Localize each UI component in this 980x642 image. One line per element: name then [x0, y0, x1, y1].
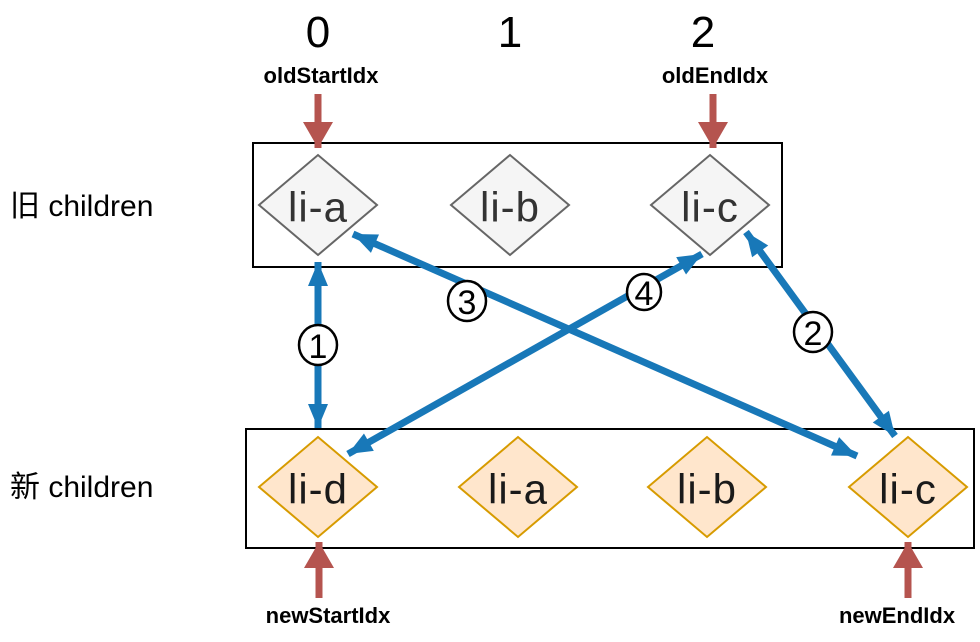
step-badge-4-circle	[625, 272, 663, 312]
step-badge-3: 3	[446, 279, 488, 323]
old-start-idx-label: oldStartIdx	[263, 63, 379, 88]
new-node-li-a-label: li-a	[488, 466, 548, 513]
new-node-li-c-shape	[847, 435, 969, 539]
step-badge-1-circle	[297, 323, 339, 367]
index-number-2: 2	[690, 8, 716, 57]
new-start-idx-label: newStartIdx	[265, 603, 391, 628]
new-node-li-d-label: li-d	[288, 466, 348, 513]
old-node-li-c: li-c	[649, 153, 771, 257]
step-badge-2-circle	[792, 310, 834, 354]
index-number-1: 1	[497, 8, 523, 57]
old-children-row-label: 旧 children	[10, 190, 154, 223]
step-badge-1-number: 1	[309, 328, 328, 366]
old-node-li-c-label: li-c	[681, 184, 739, 231]
new-node-li-b-label: li-b	[677, 466, 737, 513]
step-badge-3-number: 3	[458, 284, 477, 322]
new-node-li-d-shape	[257, 435, 379, 539]
old-node-li-a: li-a	[257, 153, 379, 257]
step-badge-4-number: 4	[635, 275, 654, 313]
step-badge-3-circle	[446, 279, 488, 323]
new-end-idx-label: newEndIdx	[838, 603, 956, 628]
old-node-li-a-shape	[257, 153, 379, 257]
new-children-row-label: 新 children	[10, 471, 154, 504]
old-node-li-b-label: li-b	[480, 184, 540, 231]
step-badge-1: 1	[297, 323, 339, 367]
new-node-li-d: li-d	[257, 435, 379, 539]
new-node-li-c-label: li-c	[879, 466, 937, 513]
new-node-li-a: li-a	[457, 435, 579, 539]
new-node-li-c: li-c	[847, 435, 969, 539]
old-node-li-a-label: li-a	[288, 184, 348, 231]
old-end-idx-label: oldEndIdx	[661, 63, 769, 88]
step-badge-2-number: 2	[804, 315, 823, 353]
step-badge-2: 2	[792, 310, 834, 354]
step-badge-4: 4	[625, 272, 663, 313]
index-number-0: 0	[305, 8, 331, 57]
old-node-li-b: li-b	[449, 153, 571, 257]
